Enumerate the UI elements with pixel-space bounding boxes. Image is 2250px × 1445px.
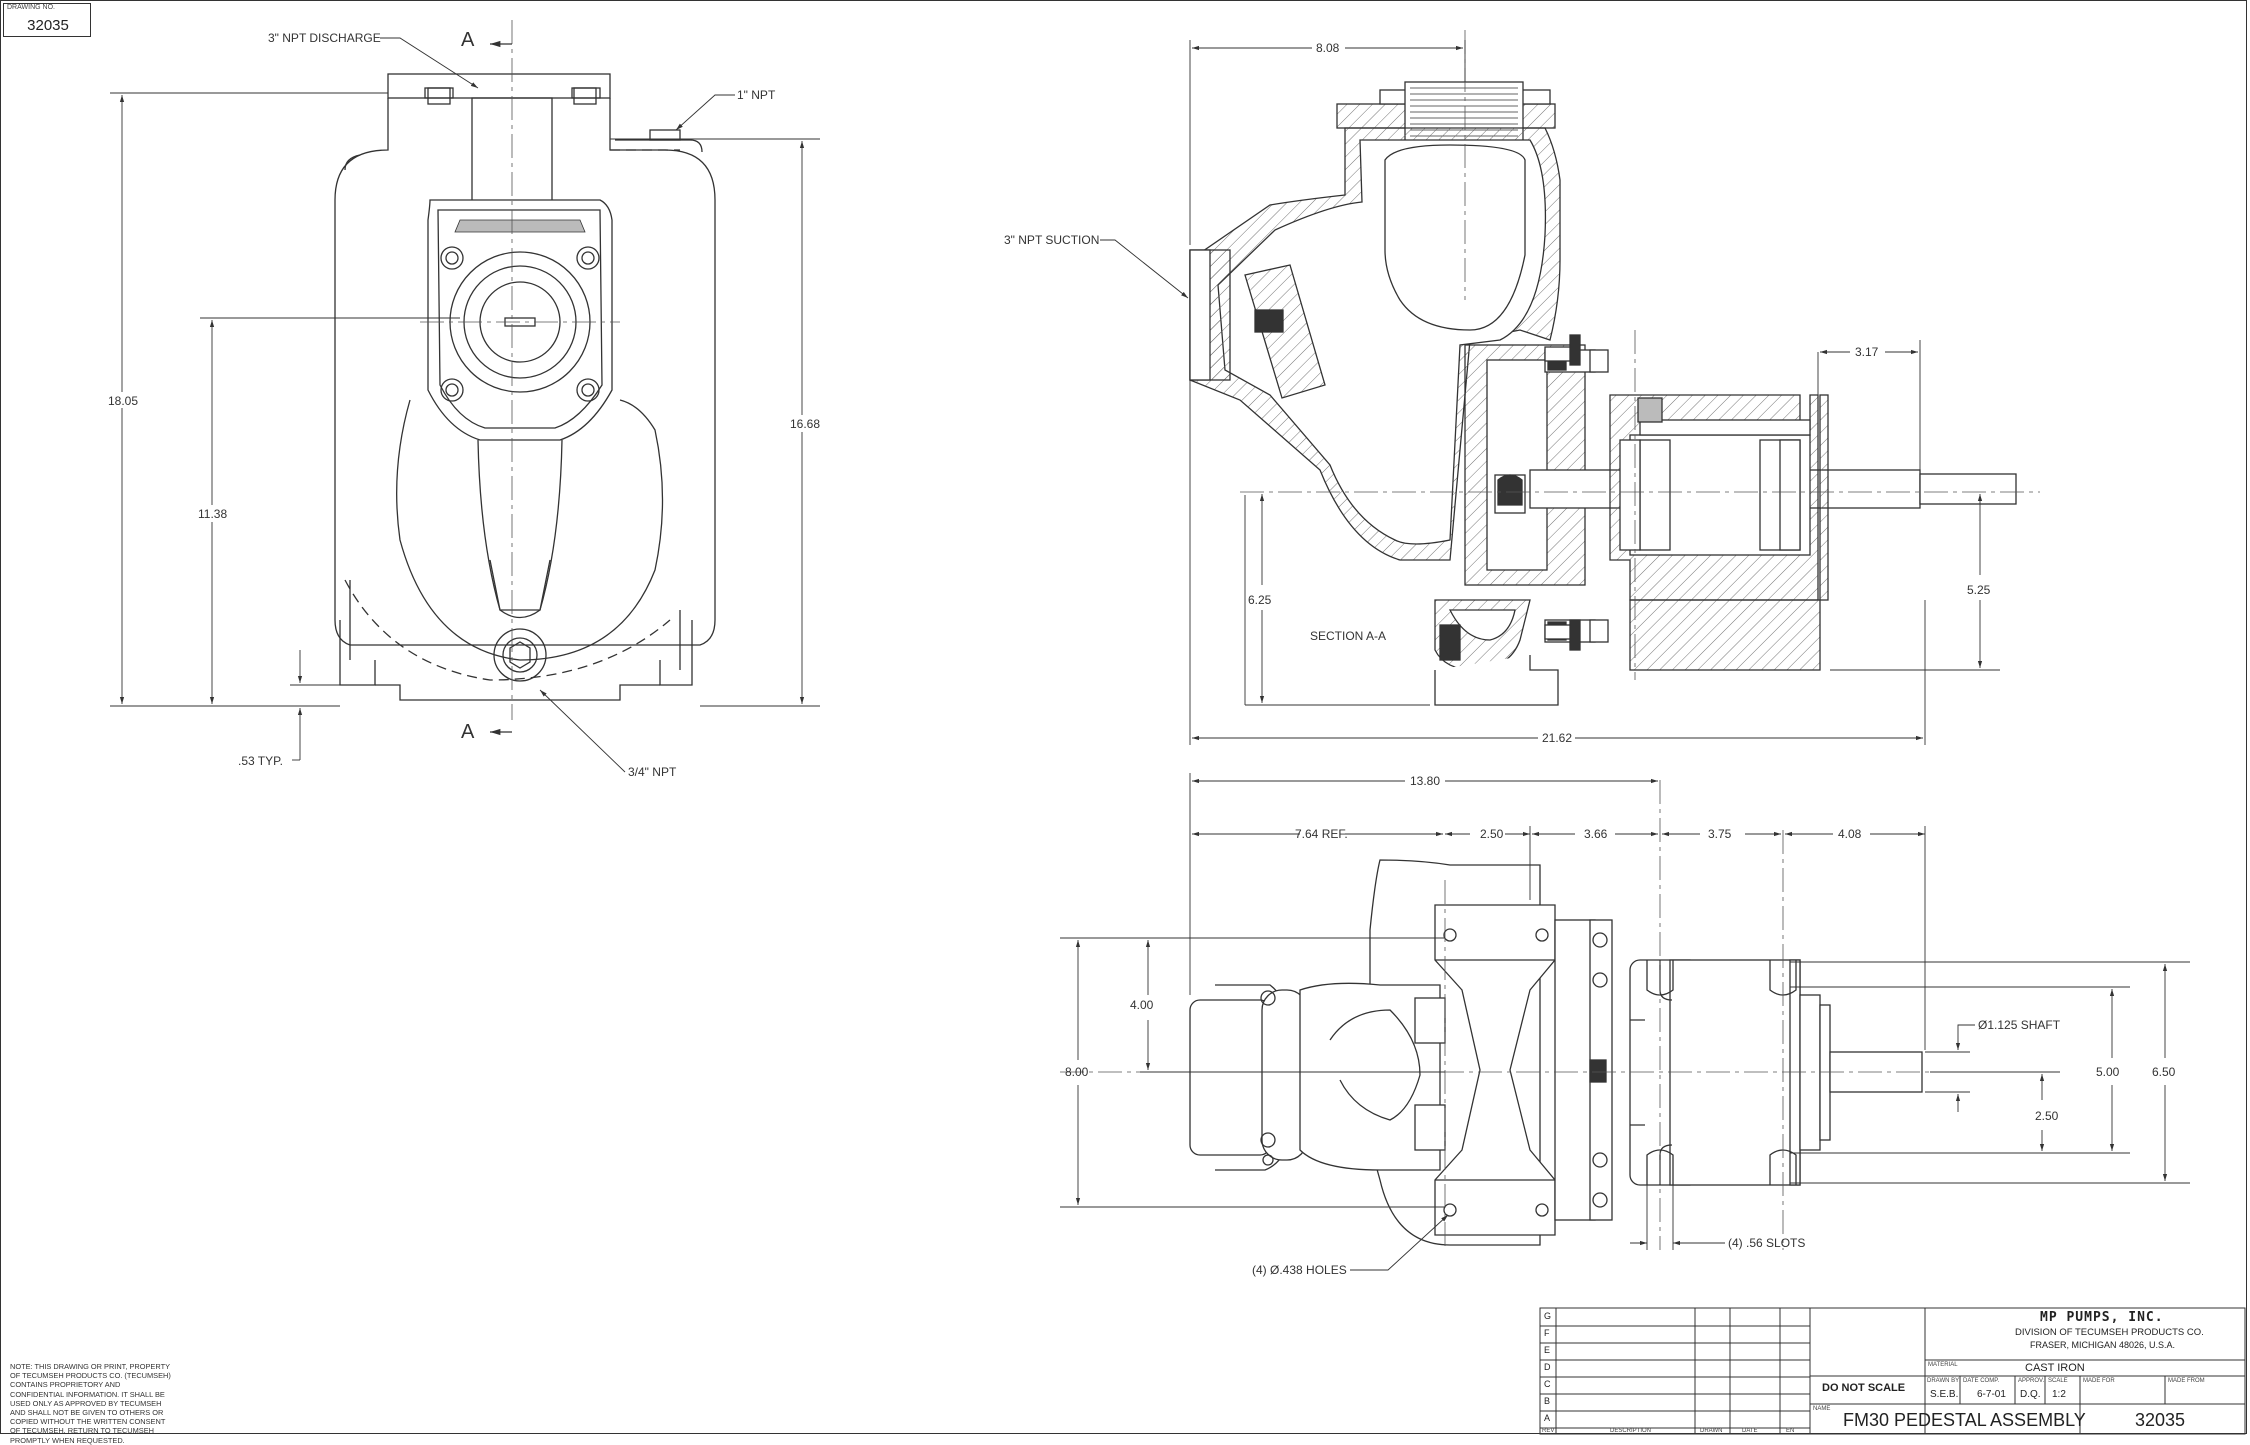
rev-letter: G: [1544, 1311, 1552, 1321]
rev-letter: E: [1544, 1345, 1551, 1355]
dim-3-75: 3.75: [1708, 827, 1732, 841]
rev-header: DESCRIPTION: [1610, 1428, 1652, 1434]
material-label: MATERIAL: [1928, 1362, 1958, 1368]
dim-6-25: 6.25: [1248, 593, 1272, 607]
rev-letter: B: [1544, 1396, 1551, 1406]
rev-header: DRAWN: [1700, 1428, 1723, 1434]
company-address: FRASER, MICHIGAN 48026, U.S.A.: [2030, 1340, 2176, 1350]
drawing-number-box: DRAWING NO. 32035: [3, 3, 91, 37]
shaft-label: Ø1.125 SHAFT: [1978, 1018, 2061, 1032]
front-view-labels: 3" NPT DISCHARGE 1" NPT 3/4" NPT A A 18.…: [108, 29, 820, 779]
section-view: [1189, 30, 2040, 706]
confidentiality-note: NOTE: THIS DRAWING OR PRINT, PROPERTY OF…: [10, 1362, 171, 1445]
rev-header: DATE: [1742, 1428, 1758, 1434]
dim-13-80: 13.80: [1410, 774, 1440, 788]
section-labels: 3" NPT SUCTION SECTION A-A 8.08 3.17 6.2…: [1004, 41, 1991, 745]
made-for-label: MADE FOR: [2083, 1378, 2115, 1384]
dim-53-typ: .53 TYP.: [238, 754, 283, 768]
rev-letter: A: [1544, 1413, 1551, 1423]
plan-labels: 13.80 7.64 REF. 2.50 3.66 3.75 4.08 4.00…: [1065, 774, 2176, 1277]
dim-2-50-right: 2.50: [2035, 1109, 2059, 1123]
section-mark-top: A: [461, 29, 475, 51]
npt1-label: 1" NPT: [737, 88, 776, 102]
scale-label: SCALE: [2048, 1378, 2068, 1384]
rev-header: REV: [1542, 1428, 1555, 1434]
dim-5-00: 5.00: [2096, 1065, 2120, 1079]
dim-7-64-ref: 7.64 REF.: [1295, 827, 1348, 841]
slots-label: (4) .56 SLOTS: [1728, 1236, 1805, 1250]
dim-21-62: 21.62: [1542, 731, 1572, 745]
drawn-by-label: DRAWN BY: [1927, 1378, 1960, 1384]
dim-4-08: 4.08: [1838, 827, 1862, 841]
front-view-dimensions: [110, 37, 820, 773]
npt34-label: 3/4" NPT: [628, 765, 677, 779]
rev-letter: D: [1544, 1362, 1551, 1372]
company-division: DIVISION OF TECUMSEH PRODUCTS CO.: [2015, 1327, 2204, 1338]
dim-18-05: 18.05: [108, 394, 138, 408]
dim-8-00: 8.00: [1065, 1065, 1089, 1079]
plan-dimensions: [1060, 773, 2190, 1271]
date-comp-value: 6-7-01: [1977, 1389, 2006, 1400]
dim-16-68: 16.68: [790, 417, 820, 431]
rev-letter: C: [1544, 1379, 1551, 1389]
date-comp-label: DATE COMP.: [1963, 1378, 2000, 1384]
front-view: [334, 20, 716, 736]
dim-2-50-top: 2.50: [1480, 827, 1504, 841]
material-value: CAST IRON: [2025, 1362, 2085, 1374]
drawn-by-value: S.E.B.: [1930, 1389, 1959, 1400]
section-dimensions: [1100, 40, 2000, 745]
dim-11-38: 11.38: [198, 507, 227, 521]
drawing-number-label: DRAWING NO.: [7, 4, 55, 11]
holes-label: (4) Ø.438 HOLES: [1252, 1263, 1347, 1277]
plan-view: [1060, 780, 1945, 1250]
name-label: NAME: [1813, 1406, 1831, 1412]
dim-4-00: 4.00: [1130, 998, 1154, 1012]
dim-6-50: 6.50: [2152, 1065, 2176, 1079]
suction-label: 3" NPT SUCTION: [1004, 233, 1099, 247]
company-name: MP PUMPS, INC.: [2040, 1310, 2164, 1325]
section-a-a-label: SECTION A-A: [1310, 629, 1386, 643]
section-mark-bottom: A: [461, 721, 475, 743]
made-from-label: MADE FROM: [2168, 1378, 2205, 1384]
title-drawing-number: 32035: [2135, 1410, 2186, 1430]
rev-letter: F: [1544, 1328, 1550, 1338]
drawing-name: FM30 PEDESTAL ASSEMBLY: [1843, 1410, 2086, 1430]
approv-label: APPROV.: [2018, 1378, 2045, 1384]
do-not-scale: DO NOT SCALE: [1822, 1382, 1906, 1394]
dim-3-66: 3.66: [1584, 827, 1608, 841]
approv-value: D.Q.: [2020, 1389, 2041, 1400]
scale-value: 1:2: [2052, 1389, 2066, 1400]
dim-3-17: 3.17: [1855, 345, 1879, 359]
drawing-number: 32035: [27, 17, 69, 34]
dim-5-25: 5.25: [1967, 583, 1991, 597]
title-block: [1539, 1307, 2246, 1435]
dim-8-08: 8.08: [1316, 41, 1340, 55]
discharge-label: 3" NPT DISCHARGE: [268, 31, 381, 45]
rev-header: EN: [1786, 1428, 1795, 1434]
